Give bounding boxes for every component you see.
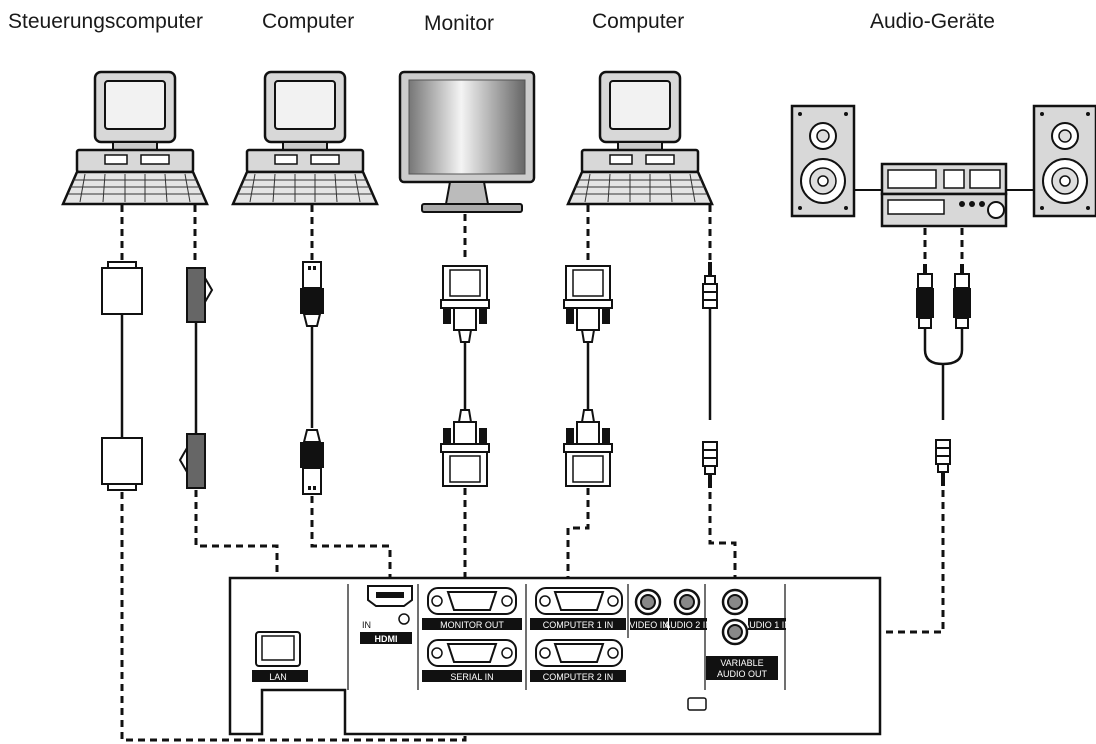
hdmi-logo: HDMI: [375, 634, 398, 644]
rca-y-cable: [915, 263, 972, 487]
computer-left-icon: [231, 70, 379, 206]
port-label-audio1-in: AUDIO 1 IN: [743, 620, 791, 630]
label-control-computer: Steuerungscomputer: [8, 10, 203, 33]
port-label-monitor-out: MONITOR OUT: [440, 620, 504, 630]
computer-right-icon: [566, 70, 714, 206]
serial-cable: [101, 261, 143, 491]
port-label-computer1-in: COMPUTER 1 IN: [543, 620, 614, 630]
port-label-audio2-in: AUDIO 2 IN: [664, 620, 712, 630]
hdmi-cable: [299, 261, 325, 495]
port-label-computer2-in: COMPUTER 2 IN: [543, 672, 614, 682]
port-label-variable: VARIABLE: [720, 658, 763, 668]
lan-cable: [178, 267, 214, 489]
label-audio-devices: Audio-Geräte: [870, 10, 995, 33]
vga-cable-monitor: [440, 265, 490, 487]
label-computer-right: Computer: [592, 10, 685, 33]
vga-cable-computer: [563, 265, 613, 487]
audio-system-icon: [790, 104, 1096, 228]
projector-panel: LAN IN HDMI MONITOR OUT SERIAL IN: [228, 576, 882, 736]
audio-jack-cable: [702, 261, 718, 489]
port-label-serial-in: SERIAL IN: [450, 672, 493, 682]
monitor-icon: [398, 70, 536, 213]
label-computer-left: Computer: [262, 10, 355, 33]
port-label-lan: LAN: [269, 672, 287, 682]
port-label-audio-out: AUDIO OUT: [717, 669, 768, 679]
port-label-video-in: VIDEO IN: [629, 620, 669, 630]
port-label-hdmi-in: IN: [362, 620, 371, 630]
label-monitor: Monitor: [424, 12, 495, 35]
control-computer-icon: [61, 70, 209, 206]
